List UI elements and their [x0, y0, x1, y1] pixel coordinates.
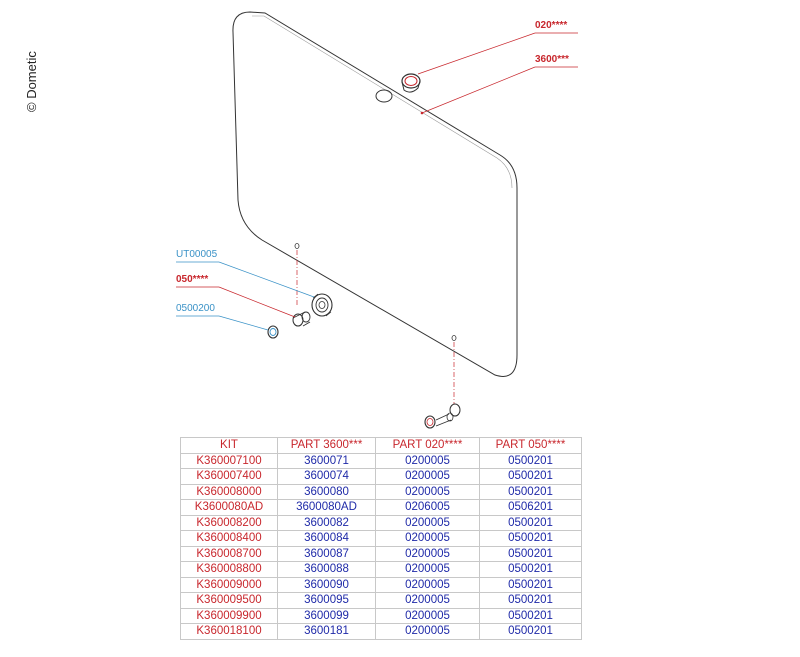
top-opening-hole: [375, 89, 393, 103]
cell-kit: K360018100: [180, 623, 278, 640]
header-part-050: PART 050****: [479, 437, 582, 454]
callout-020: 020****: [535, 20, 568, 31]
cell-part-050: 0500201: [479, 607, 582, 624]
cell-part-020: 0200005: [375, 514, 480, 531]
cell-part-3600: 3600181: [277, 623, 376, 640]
callout-050: 050****: [176, 274, 209, 285]
seal-0500200: [267, 325, 279, 339]
cell-kit: K360009000: [180, 576, 278, 593]
drain-fitting-050: [311, 293, 333, 317]
cell-kit: K360008200: [180, 514, 278, 531]
cell-part-020: 0200005: [375, 576, 480, 593]
cell-kit: K360007400: [180, 468, 278, 485]
lower-fitting: [424, 403, 461, 429]
cell-kit: K360008800: [180, 561, 278, 578]
cell-part-020: 0200005: [375, 592, 480, 609]
cell-part-050: 0500201: [479, 452, 582, 469]
cell-part-050: 0506201: [479, 499, 582, 516]
cell-part-050: 0500201: [479, 468, 582, 485]
cell-part-3600: 3600084: [277, 530, 376, 547]
small-hole-left: [294, 243, 300, 249]
cell-part-020: 0200005: [375, 561, 480, 578]
cell-part-3600: 3600087: [277, 545, 376, 562]
cell-part-3600: 3600071: [277, 452, 376, 469]
cell-part-050: 0500201: [479, 483, 582, 500]
cell-part-050: 0500201: [479, 530, 582, 547]
table-header-row: KIT PART 3600*** PART 020**** PART 050**…: [180, 437, 582, 454]
cell-part-020: 0200005: [375, 607, 480, 624]
cell-part-3600: 3600088: [277, 561, 376, 578]
cell-part-050: 0500201: [479, 592, 582, 609]
cell-part-020: 0200005: [375, 545, 480, 562]
tank-panel-inner-edge: [252, 15, 513, 189]
fitting-020: [401, 73, 421, 93]
cell-part-050: 0500201: [479, 545, 582, 562]
callout-0500200: 0500200: [176, 303, 215, 314]
header-kit: KIT: [180, 437, 278, 454]
small-hole-right: [451, 335, 457, 341]
cell-part-020: 0200005: [375, 623, 480, 640]
cell-part-020: 0200005: [375, 468, 480, 485]
cell-kit: K360008000: [180, 483, 278, 500]
drain-sleeve: [292, 311, 311, 327]
header-part-3600: PART 3600***: [277, 437, 376, 454]
leader-ut-diag: [218, 261, 315, 298]
cell-kit: K360009500: [180, 592, 278, 609]
cell-part-3600: 3600080: [277, 483, 376, 500]
cell-part-020: 0200005: [375, 452, 480, 469]
cell-kit: K360008700: [180, 545, 278, 562]
cell-part-3600: 3600082: [277, 514, 376, 531]
header-part-020: PART 020****: [375, 437, 480, 454]
leader-3600: [421, 66, 536, 114]
cell-part-3600: 3600080AD: [277, 499, 376, 516]
cell-part-3600: 3600090: [277, 576, 376, 593]
callout-3600: 3600***: [535, 54, 569, 65]
cell-part-050: 0500201: [479, 623, 582, 640]
cell-kit: K360007100: [180, 452, 278, 469]
cell-part-050: 0500201: [479, 514, 582, 531]
cell-kit: K360008400: [180, 530, 278, 547]
cell-part-050: 0500201: [479, 561, 582, 578]
leader-0500200-diag: [218, 315, 269, 331]
tank-panel-outline: [232, 11, 518, 377]
cell-part-3600: 3600074: [277, 468, 376, 485]
cell-part-3600: 3600099: [277, 607, 376, 624]
cell-part-020: 0200005: [375, 530, 480, 547]
parts-table: KIT PART 3600*** PART 020**** PART 050**…: [180, 437, 582, 640]
callout-ut00005: UT00005: [176, 249, 218, 260]
cell-kit: K3600080AD: [180, 499, 278, 516]
exploded-diagram: [176, 11, 578, 429]
cell-part-3600: 3600095: [277, 592, 376, 609]
leader-020: [417, 32, 536, 75]
leader-050-diag: [218, 286, 296, 318]
marker-3600: [420, 111, 424, 115]
cell-part-020: 0200005: [375, 483, 480, 500]
cell-part-020: 0206005: [375, 499, 480, 516]
cell-kit: K360009900: [180, 607, 278, 624]
cell-part-050: 0500201: [479, 576, 582, 593]
